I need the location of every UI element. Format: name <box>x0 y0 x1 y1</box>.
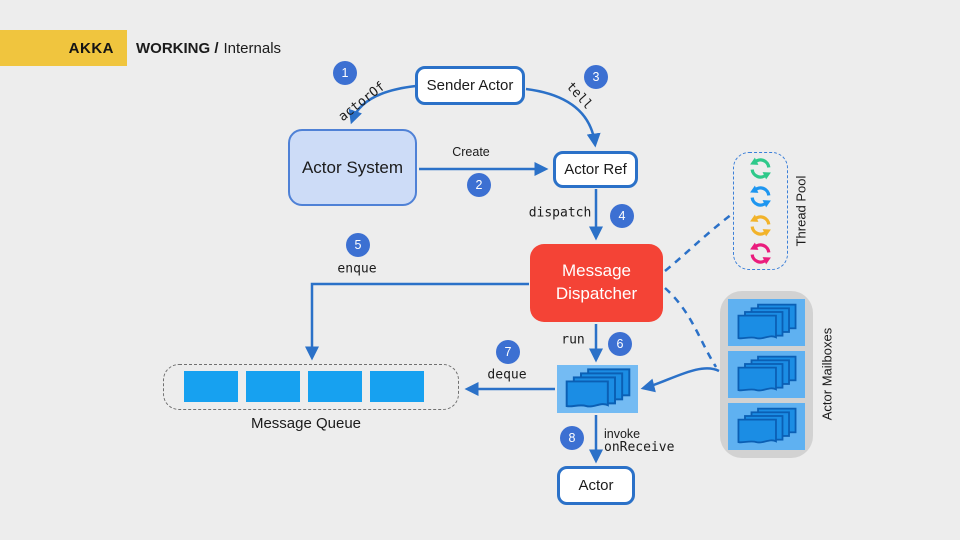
edge-label-create: Create <box>452 145 490 159</box>
step-circle-2: 2 <box>467 173 491 197</box>
edge-label-invoke-onreceive: invoke onReceive <box>604 427 674 455</box>
message-queue-label: Message Queue <box>250 415 362 432</box>
node-sender-actor-label: Sender Actor <box>426 77 514 94</box>
queue-message-3 <box>308 371 362 402</box>
dispatcher-line1: Message <box>562 261 631 281</box>
edge-label-invoke: invoke <box>604 427 641 441</box>
queue-message-4 <box>370 371 424 402</box>
node-sender-actor: Sender Actor <box>415 66 525 105</box>
thread-cycle-icon <box>750 157 771 180</box>
edge-label-enque: enque <box>337 261 377 277</box>
step-circle-5: 5 <box>346 233 370 257</box>
node-actor-label: Actor <box>578 477 614 494</box>
step-circle-6: 6 <box>608 332 632 356</box>
dashed-link-mailboxes <box>664 287 718 368</box>
thread-cycle-icon <box>750 214 771 236</box>
queue-message-1 <box>184 371 238 402</box>
edge-label-actorof: actorOf <box>335 79 389 125</box>
message-stack-icon <box>737 407 796 443</box>
node-actor-ref-label: Actor Ref <box>564 161 627 178</box>
step-circle-8: 8 <box>560 426 584 450</box>
brand-banner: AKKA <box>0 30 127 66</box>
mailbox-cell-1 <box>728 299 805 346</box>
slide-title-rest: Internals <box>223 39 282 57</box>
edge-label-onreceive: onReceive <box>604 440 675 455</box>
brand-label: AKKA <box>68 39 114 57</box>
node-actor: Actor <box>557 466 635 505</box>
thread-pool-label: Thread Pool <box>793 175 809 247</box>
mailbox-cell-2 <box>728 351 805 398</box>
mailbox-cell-3 <box>728 403 805 450</box>
node-message-dispatcher-label: Message Dispatcher <box>556 260 637 306</box>
actor-mailboxes-box <box>720 291 813 458</box>
queue-message-2 <box>246 371 300 402</box>
slide-title: WORKING / Internals <box>136 30 281 66</box>
message-stack-icon <box>737 303 796 339</box>
thread-pool-box <box>733 152 788 270</box>
mailbox-icon <box>557 365 638 413</box>
thread-cycle-icon <box>750 186 771 208</box>
edge-label-run: run <box>561 332 585 348</box>
step-circle-7: 7 <box>496 340 520 364</box>
step-circle-1: 1 <box>333 61 357 85</box>
node-actor-system: Actor System <box>288 129 417 206</box>
edge-label-deque: deque <box>487 367 527 383</box>
dashed-link-threadpool <box>664 213 733 272</box>
dispatcher-line2: Dispatcher <box>555 284 638 303</box>
step-circle-3: 3 <box>584 65 608 89</box>
message-queue-box <box>163 364 459 410</box>
node-actor-ref: Actor Ref <box>553 151 638 188</box>
step-circle-4: 4 <box>610 204 634 228</box>
slide-title-bold: WORKING / <box>136 39 219 57</box>
thread-cycle-icon <box>750 242 771 265</box>
edge-label-dispatch: dispatch <box>528 205 592 221</box>
node-actor-system-label: Actor System <box>301 157 404 177</box>
node-message-dispatcher: Message Dispatcher <box>530 244 663 322</box>
message-stack-icon <box>565 367 630 407</box>
message-stack-icon <box>737 355 796 391</box>
arrow-mailboxes-to-mailbox <box>640 367 720 393</box>
actor-mailboxes-label: Actor Mailboxes <box>819 327 835 421</box>
